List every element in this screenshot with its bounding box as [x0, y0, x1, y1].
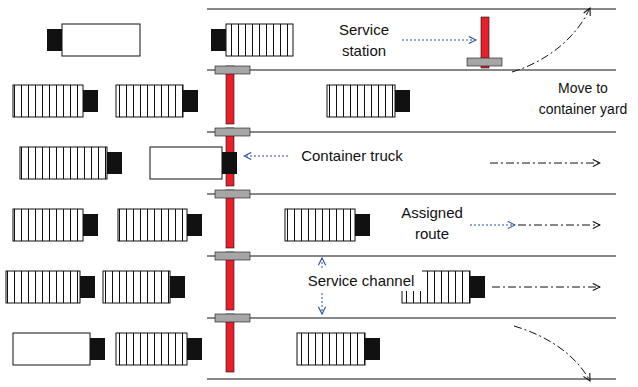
callout-label: Move to container yard — [532, 78, 634, 120]
leader-arrow — [244, 156, 288, 157]
lane-line — [207, 256, 616, 257]
truck-cab — [47, 29, 62, 51]
truck-cab — [170, 276, 185, 298]
container — [226, 24, 293, 56]
container-truck — [211, 24, 293, 56]
container — [116, 333, 187, 365]
container — [13, 85, 83, 117]
gate-booth — [215, 252, 250, 260]
container-truck — [47, 24, 140, 56]
gate-barrier — [226, 252, 234, 310]
leader-arrow — [322, 258, 323, 268]
container-truck — [20, 147, 122, 179]
truck-cab — [355, 214, 370, 236]
container-truck — [150, 147, 237, 179]
route-line — [492, 287, 600, 288]
container-truck — [6, 271, 95, 303]
container-truck — [327, 85, 410, 117]
container-truck — [297, 333, 380, 365]
truck-cab — [183, 90, 198, 112]
container — [20, 147, 107, 179]
leaders — [244, 40, 515, 314]
truck-cab — [187, 338, 202, 360]
routes — [490, 8, 600, 381]
truck-cab — [107, 152, 122, 174]
gate-booth — [215, 66, 250, 74]
leader-arrow — [470, 225, 515, 226]
truck-cab — [187, 214, 202, 236]
gate-booth — [215, 190, 250, 198]
container — [13, 209, 83, 241]
route-curve — [512, 8, 590, 72]
leader-arrow — [402, 40, 476, 41]
truck-cab — [83, 214, 98, 236]
truck-cab — [470, 276, 485, 298]
container — [13, 333, 90, 365]
container-truck — [103, 271, 185, 303]
container-truck — [285, 209, 370, 241]
callout-label: Service station — [328, 19, 400, 61]
container-truck — [13, 333, 105, 365]
truck-cab — [211, 29, 226, 51]
truck-cab — [90, 338, 105, 360]
container — [327, 85, 395, 117]
truck-cab — [222, 152, 237, 174]
container — [285, 209, 355, 241]
container — [118, 209, 187, 241]
container — [297, 333, 365, 365]
gate-booth — [467, 58, 502, 66]
container — [62, 24, 140, 56]
lane-line — [207, 194, 616, 195]
container-truck — [118, 209, 202, 241]
callout-label: Assigned route — [395, 202, 469, 244]
container — [103, 271, 170, 303]
truck-cab — [83, 90, 98, 112]
lane-line — [207, 9, 616, 10]
container-truck — [116, 85, 198, 117]
lane-lines — [207, 9, 616, 379]
callout-label: Service channel — [300, 270, 422, 291]
lane-line — [207, 132, 616, 133]
gate-barrier — [226, 314, 234, 372]
callout-label: Container truck — [292, 145, 412, 166]
lane-line — [207, 70, 616, 71]
container-trucks — [6, 24, 485, 365]
container-truck — [13, 85, 98, 117]
container-truck — [13, 209, 98, 241]
route-line — [518, 225, 600, 226]
lane-line — [207, 318, 616, 319]
lane-line — [207, 379, 616, 380]
gate-barrier — [226, 66, 234, 124]
gate-barrier — [226, 190, 234, 248]
gate-booth — [215, 128, 250, 136]
truck-cab — [395, 90, 410, 112]
route-line — [490, 163, 600, 164]
container — [116, 85, 183, 117]
route-curve — [514, 326, 590, 381]
container — [6, 271, 80, 303]
truck-cab — [365, 338, 380, 360]
container-truck — [116, 333, 202, 365]
gate-booth — [215, 314, 250, 322]
truck-cab — [80, 276, 95, 298]
container — [150, 147, 222, 179]
gates — [215, 17, 502, 372]
leader-arrow — [322, 293, 323, 314]
